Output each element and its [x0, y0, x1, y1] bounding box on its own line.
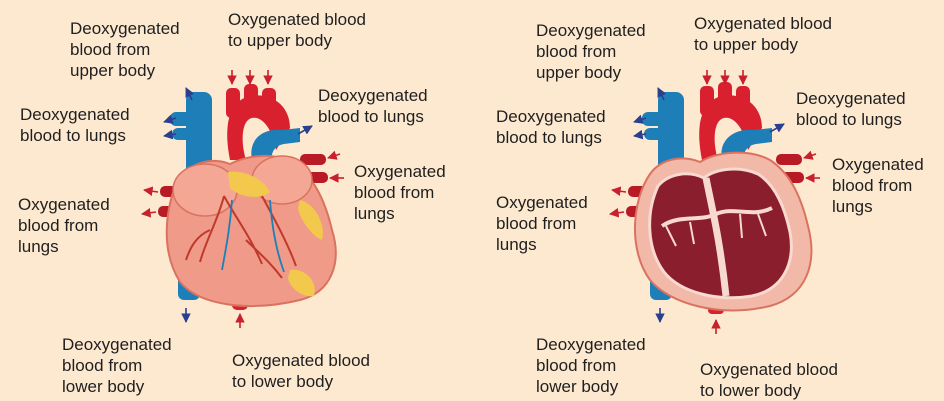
label-deoxygenated-from-lower-body: Deoxygenated blood from lower body [62, 334, 172, 397]
label-oxygenated-to-lower-body: Oxygenated blood to lower body [700, 359, 838, 401]
label-deoxygenated-to-lungs-left: Deoxygenated blood to lungs [20, 104, 130, 146]
external-heart [142, 70, 344, 328]
label-oxygenated-from-lungs-right: Oxygenated blood from lungs [832, 154, 924, 217]
label-oxygenated-from-lungs-left: Oxygenated blood from lungs [496, 192, 588, 255]
label-oxygenated-to-upper-body: Oxygenated blood to upper body [694, 13, 832, 55]
cross-section-heart [610, 70, 820, 334]
label-deoxygenated-from-lower-body: Deoxygenated blood from lower body [536, 334, 646, 397]
label-deoxygenated-from-upper-body: Deoxygenated blood from upper body [70, 18, 180, 81]
label-deoxygenated-to-lungs-right: Deoxygenated blood to lungs [318, 85, 428, 127]
label-oxygenated-from-lungs-right: Oxygenated blood from lungs [354, 161, 446, 224]
label-deoxygenated-to-lungs-right: Deoxygenated blood to lungs [796, 88, 906, 130]
label-oxygenated-from-lungs-left: Oxygenated blood from lungs [18, 194, 110, 257]
label-deoxygenated-to-lungs-left: Deoxygenated blood to lungs [496, 106, 606, 148]
label-oxygenated-to-lower-body: Oxygenated blood to lower body [232, 350, 370, 392]
label-oxygenated-to-upper-body: Oxygenated blood to upper body [228, 9, 366, 51]
label-deoxygenated-from-upper-body: Deoxygenated blood from upper body [536, 20, 646, 83]
